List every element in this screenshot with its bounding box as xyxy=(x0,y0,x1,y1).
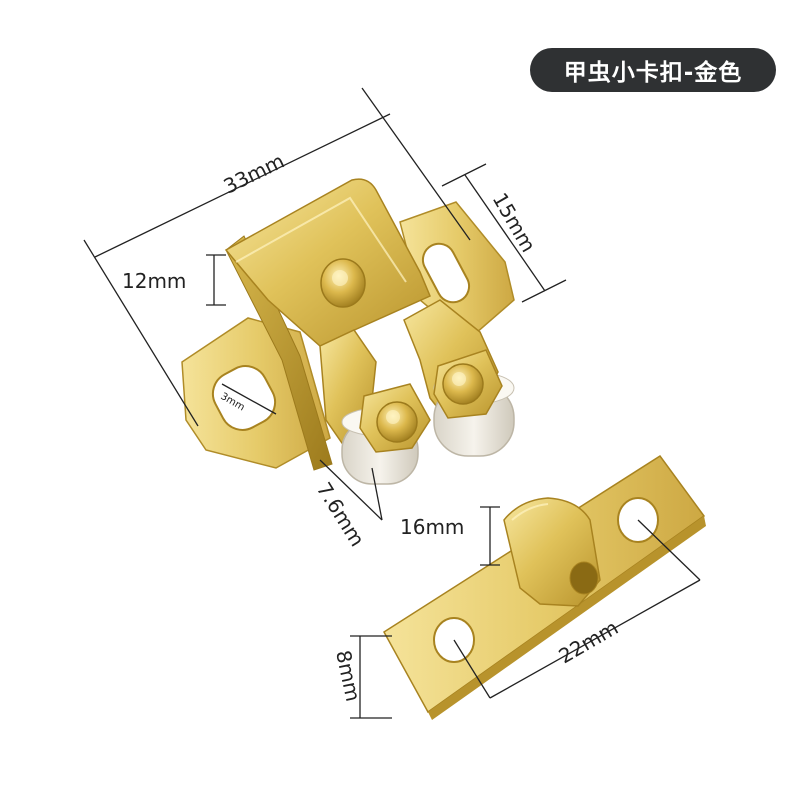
dim-16mm: 16mm xyxy=(400,515,464,539)
catch-body xyxy=(181,178,515,485)
dim-12mm: 12mm xyxy=(122,269,186,293)
dim-15mm: 15mm xyxy=(488,189,541,257)
right-slot xyxy=(421,242,471,304)
left-slot xyxy=(211,365,277,431)
dimension-lines xyxy=(83,87,701,719)
strike-plate xyxy=(383,454,706,720)
title-badge: 甲虫小卡扣-金色 xyxy=(530,48,776,92)
dim-7-6mm: 7.6mm xyxy=(312,478,370,551)
dim-33mm: 33mm xyxy=(220,149,288,199)
